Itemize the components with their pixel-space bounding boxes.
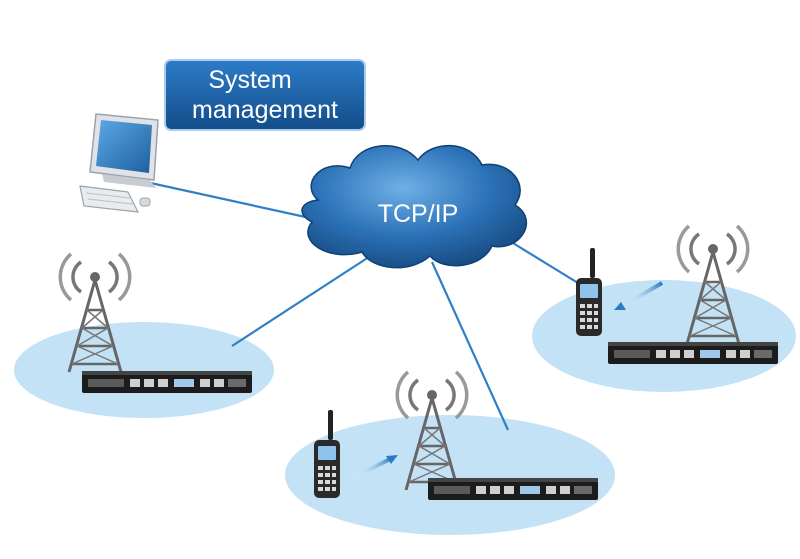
- management-label-line2: management: [192, 96, 338, 124]
- repeater-unit-icon: [82, 371, 252, 393]
- system-management-label: System management: [164, 59, 366, 131]
- repeater-unit-icon: [608, 342, 778, 364]
- signal-arrow-icon: [351, 456, 393, 480]
- signal-arrow-icon: [621, 281, 663, 308]
- right-site: [576, 224, 778, 364]
- link-right-site: [507, 239, 579, 284]
- portable-radio-icon: [576, 248, 602, 336]
- desktop-computer-icon: [79, 113, 159, 213]
- tcp-ip-cloud: TCP/IP: [301, 144, 528, 269]
- repeater-unit-icon: [428, 478, 598, 500]
- coverage-area-left: [14, 322, 274, 418]
- link-left-site: [231, 254, 373, 347]
- network-label: TCP/IP: [378, 200, 459, 228]
- link-computer: [145, 180, 311, 220]
- management-label-line1: System: [208, 66, 291, 94]
- coverage-area-right: [532, 280, 796, 392]
- bottom-site: [314, 370, 598, 500]
- coverage-area-bottom: [285, 415, 615, 535]
- link-bottom-site: [430, 261, 510, 431]
- portable-radio-icon: [314, 410, 340, 498]
- network-links: [145, 180, 579, 431]
